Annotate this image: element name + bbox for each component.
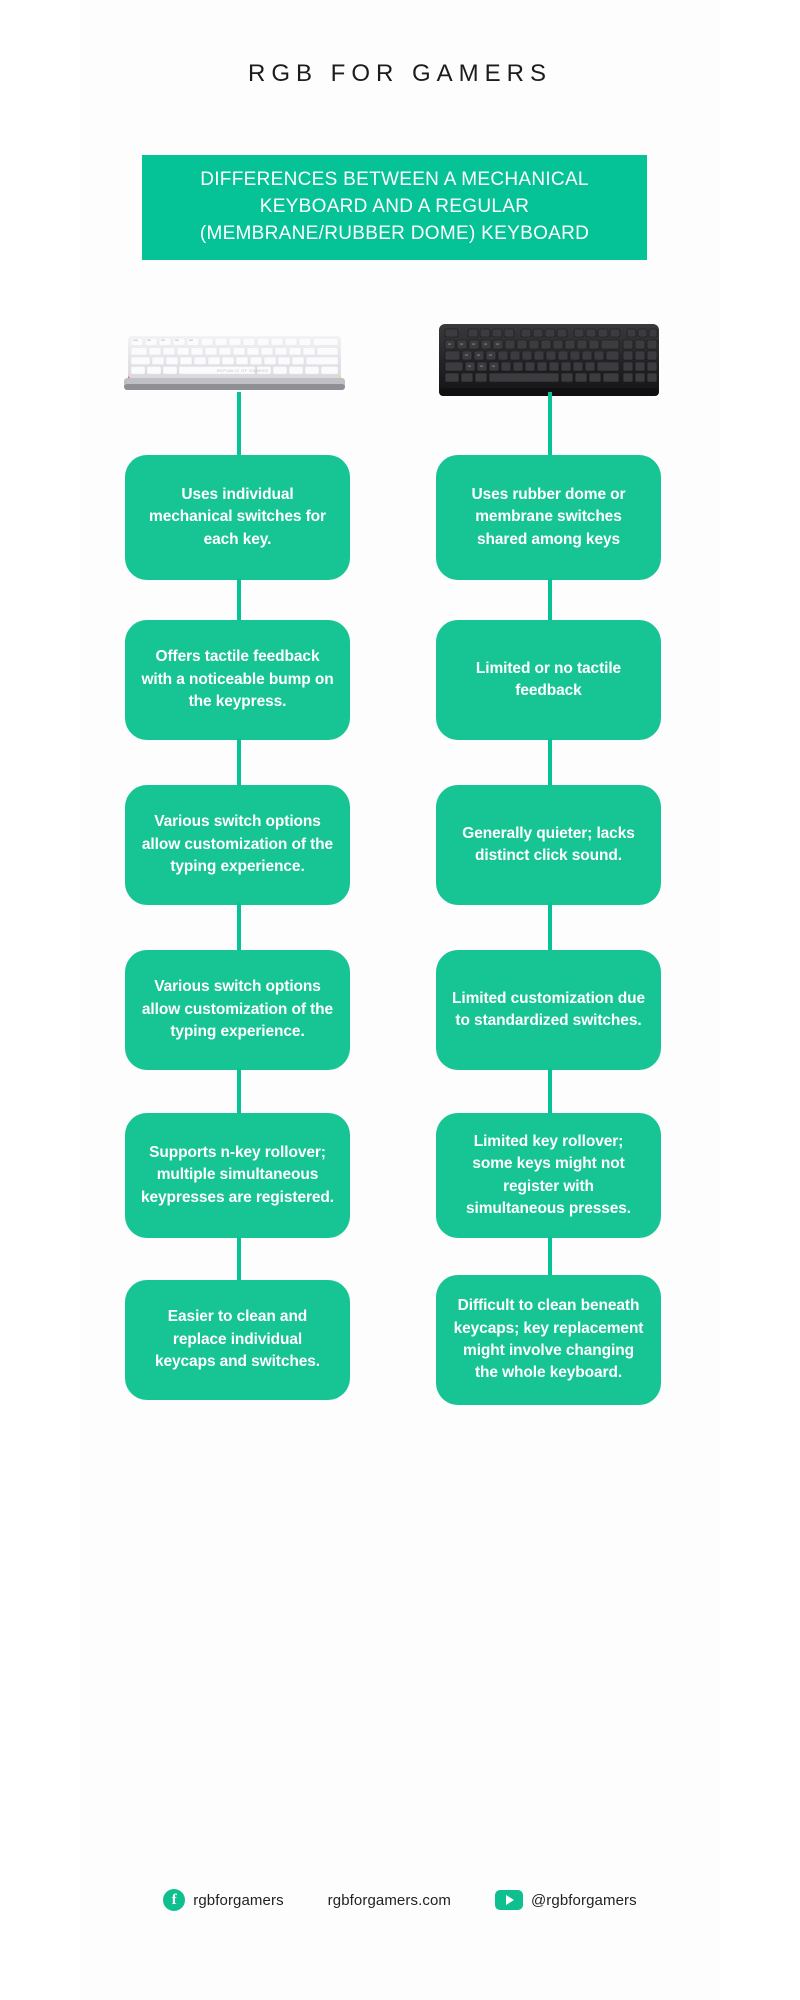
- card-right-3-text: Limited customization due to standardize…: [452, 989, 645, 1029]
- card-right-4: Limited key rollover; some keys might no…: [436, 1113, 661, 1238]
- card-right-5: Difficult to clean beneath keycaps; key …: [436, 1275, 661, 1405]
- card-left-1-text: Offers tactile feedback with a noticeabl…: [141, 648, 334, 711]
- connector-left-5: [237, 1236, 241, 1284]
- svg-text:REPUBLIC OF GAMERS: REPUBLIC OF GAMERS: [217, 369, 268, 373]
- banner-text: DIFFERENCES BETWEEN A MECHANICAL KEYBOAR…: [199, 169, 590, 244]
- connector-right-3: [548, 903, 552, 955]
- card-left-5: Easier to clean and replace individual k…: [125, 1280, 350, 1400]
- card-left-3-text: Various switch options allow customizati…: [141, 978, 334, 1041]
- card-right-1-text: Limited or no tactile feedback: [475, 659, 622, 699]
- connector-left-3: [237, 903, 241, 955]
- card-left-5-text: Easier to clean and replace individual k…: [154, 1308, 321, 1371]
- card-right-0: Uses rubber dome or membrane switches sh…: [436, 455, 661, 580]
- footer-website[interactable]: rgbforgamers.com: [328, 1892, 451, 1909]
- card-right-2-text: Generally quieter; lacks distinct click …: [462, 824, 635, 864]
- card-left-4-text: Supports n-key rollover; multiple simult…: [141, 1143, 335, 1206]
- subtitle-banner: DIFFERENCES BETWEEN A MECHANICAL KEYBOAR…: [142, 155, 647, 260]
- card-left-3: Various switch options allow customizati…: [125, 950, 350, 1070]
- card-left-2: Various switch options allow customizati…: [125, 785, 350, 905]
- card-right-4-text: Limited key rollover; some keys might no…: [465, 1132, 632, 1217]
- connector-left-2: [237, 738, 241, 790]
- connector-right-1: [548, 578, 552, 628]
- infographic-page: RGB FOR GAMERS DIFFERENCES BETWEEN A MEC…: [80, 0, 720, 2000]
- connector-right-4: [548, 1068, 552, 1120]
- footer: f rgbforgamers rgbforgamers.com @rgbforg…: [80, 1880, 720, 1920]
- connector-right-5: [548, 1236, 552, 1284]
- card-right-1: Limited or no tactile feedback: [436, 620, 661, 740]
- website-url: rgbforgamers.com: [327, 1891, 451, 1909]
- connector-left-4: [237, 1068, 241, 1120]
- page-title: RGB FOR GAMERS: [247, 60, 553, 87]
- footer-facebook[interactable]: f rgbforgamers: [163, 1889, 284, 1911]
- facebook-handle: rgbforgamers: [193, 1891, 284, 1909]
- youtube-icon: [494, 1890, 523, 1910]
- connector-right-2: [548, 738, 552, 790]
- connector-left-0: [237, 392, 241, 464]
- card-right-2: Generally quieter; lacks distinct click …: [436, 785, 661, 905]
- card-left-4: Supports n-key rollover; multiple simult…: [125, 1113, 350, 1238]
- card-left-1: Offers tactile feedback with a noticeabl…: [125, 620, 350, 740]
- card-left-2-text: Various switch options allow customizati…: [141, 813, 334, 876]
- facebook-icon: f: [163, 1889, 186, 1911]
- footer-youtube[interactable]: @rgbforgamers: [494, 1890, 637, 1910]
- membrane-keyboard-image: [435, 318, 663, 396]
- card-right-3: Limited customization due to standardize…: [436, 950, 661, 1070]
- youtube-handle: @rgbforgamers: [530, 1891, 637, 1909]
- card-right-5-text: Difficult to clean beneath keycaps; key …: [453, 1297, 644, 1382]
- connector-left-1: [237, 578, 241, 628]
- connector-right-0: [548, 392, 552, 464]
- card-right-0-text: Uses rubber dome or membrane switches sh…: [471, 485, 626, 548]
- mechanical-keyboard-image: REPUBLIC OF GAMERS: [122, 318, 347, 396]
- card-left-0: Uses individual mechanical switches for …: [125, 455, 350, 580]
- card-left-0-text: Uses individual mechanical switches for …: [149, 485, 326, 548]
